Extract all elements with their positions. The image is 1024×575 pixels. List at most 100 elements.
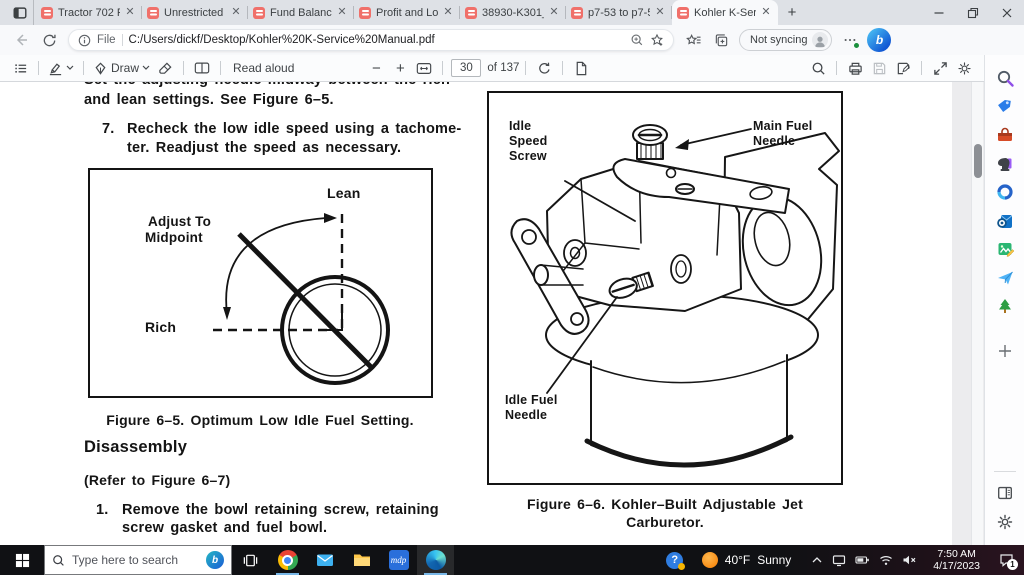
sidebar-item-drop[interactable] bbox=[992, 265, 1018, 291]
settings-and-more-button[interactable] bbox=[837, 27, 863, 53]
page-layout-button[interactable] bbox=[569, 56, 593, 80]
wifi-tray-icon[interactable] bbox=[879, 554, 893, 566]
sidebar-item-search[interactable] bbox=[992, 65, 1018, 91]
save-as-icon bbox=[897, 62, 910, 74]
sidebar-customize-button[interactable] bbox=[992, 480, 1018, 506]
site-info-icon[interactable] bbox=[78, 34, 91, 47]
weather-temperature: 40°F bbox=[724, 553, 751, 567]
taskbar-chrome-button[interactable] bbox=[269, 545, 306, 575]
pdf-toolbar-right bbox=[806, 56, 976, 80]
tab-actions-menu-button[interactable] bbox=[6, 0, 34, 25]
sidebar-item-microsoft-365[interactable] bbox=[992, 179, 1018, 205]
tab-kohler-k-service-active[interactable]: Kohler K-Service ✕ bbox=[672, 0, 778, 25]
tab-close-icon[interactable]: ✕ bbox=[443, 5, 453, 18]
taskbar-mail-button[interactable] bbox=[306, 545, 343, 575]
tab-close-icon[interactable]: ✕ bbox=[549, 5, 559, 18]
rotate-button[interactable] bbox=[532, 56, 556, 80]
window-close-button[interactable] bbox=[990, 0, 1024, 25]
tab-unrestricted[interactable]: Unrestricted Con ✕ bbox=[142, 0, 248, 25]
erase-button[interactable] bbox=[153, 56, 177, 80]
table-of-contents-button[interactable] bbox=[8, 56, 32, 80]
sidebar-item-games[interactable] bbox=[992, 151, 1018, 177]
start-button[interactable] bbox=[0, 545, 44, 575]
search-document-button[interactable] bbox=[806, 56, 830, 80]
search-placeholder: Type here to search bbox=[72, 553, 179, 567]
fullscreen-icon bbox=[933, 61, 947, 75]
weather-condition: Sunny bbox=[757, 553, 792, 567]
pdf-scrollbar-thumb[interactable] bbox=[974, 144, 982, 178]
highlighter-button[interactable] bbox=[45, 56, 77, 80]
zoom-out-button[interactable]: − bbox=[372, 59, 381, 77]
taskbar-blue-app-button[interactable]: mdp bbox=[380, 545, 417, 575]
save-as-button[interactable] bbox=[891, 56, 915, 80]
url-text: C:/Users/dickf/Desktop/Kohler%20K-Servic… bbox=[128, 34, 435, 46]
notification-center-button[interactable]: 1 bbox=[988, 545, 1024, 575]
pdf-file-icon bbox=[571, 6, 583, 19]
add-favorite-star-icon[interactable] bbox=[650, 33, 664, 47]
sidebar-item-shopping[interactable] bbox=[992, 94, 1018, 120]
sidebar-item-tools[interactable] bbox=[992, 122, 1018, 148]
profile-button[interactable]: Not syncing bbox=[739, 29, 833, 51]
battery-tray-icon[interactable] bbox=[855, 554, 870, 566]
save-button[interactable] bbox=[867, 56, 891, 80]
pdf-scrollbar[interactable] bbox=[971, 82, 983, 545]
zoom-in-button[interactable]: + bbox=[396, 59, 405, 77]
sidebar-add-button[interactable] bbox=[992, 338, 1018, 364]
pdf-viewer[interactable]: Set the adjusting needle midway between … bbox=[0, 82, 984, 545]
mail-icon bbox=[316, 554, 333, 566]
tab-38930-k301[interactable]: 38930-K301_12H ✕ bbox=[460, 0, 566, 25]
refer-line: (Refer to Figure 6–7) bbox=[84, 472, 231, 488]
tab-close-icon[interactable]: ✕ bbox=[761, 5, 771, 18]
tab-p7-53[interactable]: p7-53 to p7-56 C ✕ bbox=[566, 0, 672, 25]
read-aloud-button[interactable]: Read aloud bbox=[227, 56, 300, 80]
tab-tractor-702[interactable]: Tractor 702 Repla ✕ bbox=[36, 0, 142, 25]
collections-button[interactable] bbox=[708, 27, 734, 53]
task-view-button[interactable] bbox=[232, 545, 269, 575]
refresh-button[interactable] bbox=[36, 27, 62, 53]
tab-fund-balances[interactable]: Fund Balances 03 ✕ bbox=[248, 0, 354, 25]
tab-close-icon[interactable]: ✕ bbox=[337, 5, 347, 18]
volume-muted-tray-icon[interactable] bbox=[902, 554, 917, 566]
new-tab-button[interactable]: + bbox=[787, 4, 797, 21]
print-button[interactable] bbox=[843, 56, 867, 80]
tab-profit-loss[interactable]: Profit and Loss B ✕ bbox=[354, 0, 460, 25]
tab-close-icon[interactable]: ✕ bbox=[655, 5, 665, 18]
windows-taskbar: Type here to search b mdp ? 40°F Sun bbox=[0, 545, 1024, 575]
url-field[interactable]: File C:/Users/dickf/Desktop/Kohler%20K-S… bbox=[68, 29, 674, 51]
taskbar-search-box[interactable]: Type here to search b bbox=[44, 545, 232, 575]
tab-close-icon[interactable]: ✕ bbox=[231, 5, 241, 18]
show-hidden-icons-chevron[interactable] bbox=[811, 554, 823, 566]
sidebar-item-outlook[interactable] bbox=[992, 208, 1018, 234]
back-button[interactable] bbox=[8, 27, 34, 53]
zoom-level-icon[interactable] bbox=[630, 33, 644, 47]
taskbar-clock[interactable]: 7:50 AM 4/17/2023 bbox=[925, 548, 988, 573]
favorites-bar-button[interactable] bbox=[680, 27, 706, 53]
sidebar-item-tree-planting[interactable] bbox=[992, 293, 1018, 319]
sync-status-label: Not syncing bbox=[750, 34, 808, 46]
favorites-star-icon bbox=[685, 33, 701, 45]
search-icon bbox=[53, 554, 64, 566]
taskbar-edge-button[interactable] bbox=[417, 545, 454, 575]
window-minimize-button[interactable] bbox=[922, 0, 956, 25]
taskbar-file-explorer-button[interactable] bbox=[343, 545, 380, 575]
single-page-icon bbox=[577, 61, 587, 75]
label-midpoint: Midpoint bbox=[145, 230, 203, 245]
taskbar-help-button[interactable]: ? bbox=[660, 545, 690, 575]
tab-strip: Tractor 702 Repla ✕ Unrestricted Con ✕ F… bbox=[0, 0, 1024, 25]
sidebar-item-image-creator[interactable] bbox=[992, 236, 1018, 262]
taskbar-weather-widget[interactable]: 40°F Sunny bbox=[690, 552, 804, 568]
fullscreen-button[interactable] bbox=[928, 56, 952, 80]
microsoft-365-icon bbox=[996, 184, 1013, 200]
page-number-input[interactable]: 30 bbox=[451, 59, 482, 77]
window-restore-button[interactable] bbox=[956, 0, 990, 25]
pdf-page-30: Set the adjusting needle midway between … bbox=[0, 82, 952, 545]
pdf-settings-button[interactable] bbox=[952, 56, 976, 80]
tab-close-icon[interactable]: ✕ bbox=[125, 5, 135, 18]
bing-discover-button[interactable]: b bbox=[867, 28, 892, 52]
display-tray-icon[interactable] bbox=[832, 554, 846, 567]
draw-button[interactable]: Draw bbox=[90, 56, 153, 80]
chess-knight-icon bbox=[997, 157, 1011, 171]
fit-to-width-button[interactable] bbox=[412, 56, 436, 80]
page-view-button[interactable] bbox=[190, 56, 214, 80]
sidebar-settings-button[interactable] bbox=[992, 509, 1018, 535]
